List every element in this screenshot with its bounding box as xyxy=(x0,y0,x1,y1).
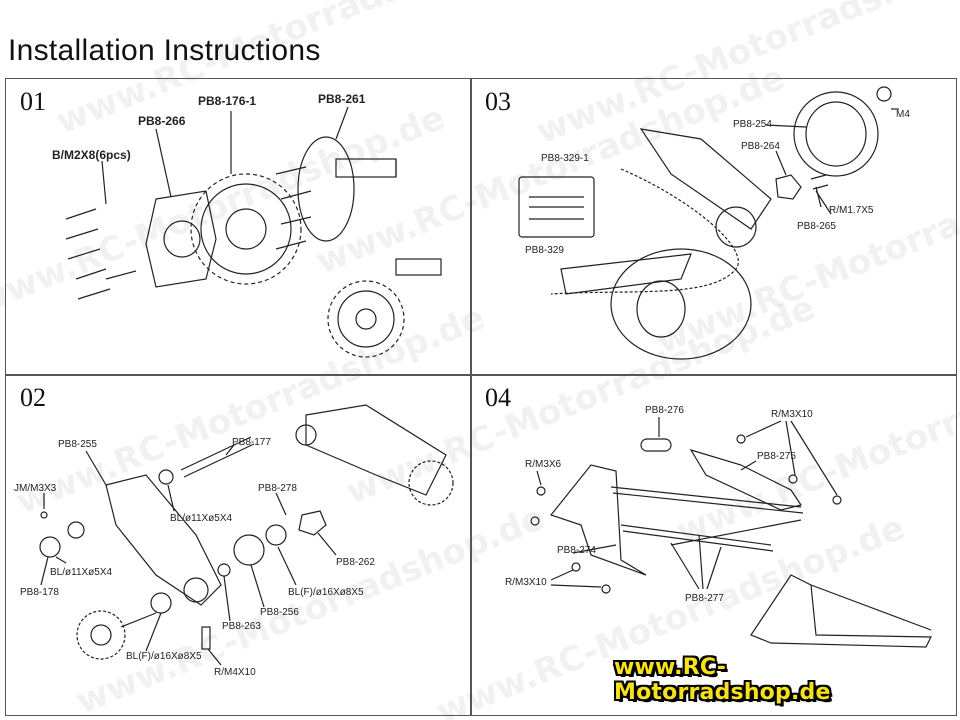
panel-number: 01 xyxy=(20,87,46,116)
label-b-m2x8: B/M2X8(6pcs) xyxy=(52,148,131,162)
panel-02: 02 xyxy=(5,374,472,716)
label-pb8-261: PB8-261 xyxy=(318,92,366,106)
label-pb8-274: PB8-274 xyxy=(557,545,596,556)
label-pb8-276: PB8-276 xyxy=(645,405,684,416)
site-url-badge: www.RC-Motorradshop.de xyxy=(614,655,831,705)
diagram-rear-sprocket-assembly: B/M2X8(6pcs) PB8-266 PB8-176-1 PB8-261 xyxy=(52,92,442,358)
label-pb8-177: PB8-177 xyxy=(232,437,271,448)
panel-number: 04 xyxy=(485,383,511,412)
label-bl-f-16x8x5-left: BL(F)/ø16Xø8X5 xyxy=(126,651,202,662)
label-r-m3x6: R/M3X6 xyxy=(525,459,562,470)
label-bl-f-16x8x5-right: BL(F)/ø16Xø8X5 xyxy=(288,587,364,598)
label-pb8-329: PB8-329 xyxy=(525,245,564,256)
panel-04: 04 PB8-2 xyxy=(470,374,957,716)
panel-number: 02 xyxy=(20,383,46,412)
label-pb8-263: PB8-263 xyxy=(222,621,261,632)
label-m4: M4 xyxy=(896,109,910,120)
label-pb8-266: PB8-266 xyxy=(138,114,186,128)
diagram-stand-frame: PB8-276 R/M3X10 R/M3X6 PB8-275 PB8-274 R… xyxy=(505,405,932,648)
label-pb8-255: PB8-255 xyxy=(58,439,97,450)
label-r-m3x10-top: R/M3X10 xyxy=(771,409,813,420)
label-bl-11x5x4-left: BL/ø11Xø5X4 xyxy=(50,567,113,578)
diagram-swingarm-exploded: PB8-255 JM/M3X3 BL/ø11Xø5X4 PB8-178 PB8-… xyxy=(14,404,454,678)
panel-03: 03 PB8-329-1 PB8-3 xyxy=(470,78,957,376)
label-pb8-256: PB8-256 xyxy=(260,607,299,618)
page-title: Installation Instructions xyxy=(8,34,321,67)
diagram-chain-and-wheel: PB8-329-1 PB8-329 PB8-254 PB8-264 M4 R/M… xyxy=(518,86,910,360)
panel-01: 01 xyxy=(5,78,472,376)
label-pb8-176-1: PB8-176-1 xyxy=(198,94,256,108)
label-pb8-254: PB8-254 xyxy=(733,119,772,130)
label-pb8-278: PB8-278 xyxy=(258,483,297,494)
label-pb8-178: PB8-178 xyxy=(20,587,59,598)
label-pb8-262: PB8-262 xyxy=(336,557,375,568)
label-pb8-265: PB8-265 xyxy=(797,221,836,232)
label-r-m4x10: R/M4X10 xyxy=(214,667,256,678)
label-pb8-329-1: PB8-329-1 xyxy=(541,153,589,164)
label-r-m3x10-bottom: R/M3X10 xyxy=(505,577,547,588)
label-r-m1-7x5: R/M1.7X5 xyxy=(829,205,874,216)
label-pb8-275: PB8-275 xyxy=(757,451,796,462)
label-bl-11x5x4-center: BL/ø11Xø5X4 xyxy=(170,513,233,524)
label-pb8-264: PB8-264 xyxy=(741,141,780,152)
label-pb8-277: PB8-277 xyxy=(685,593,724,604)
panel-number: 03 xyxy=(485,87,511,116)
label-jm-m3x3: JM/M3X3 xyxy=(14,483,57,494)
